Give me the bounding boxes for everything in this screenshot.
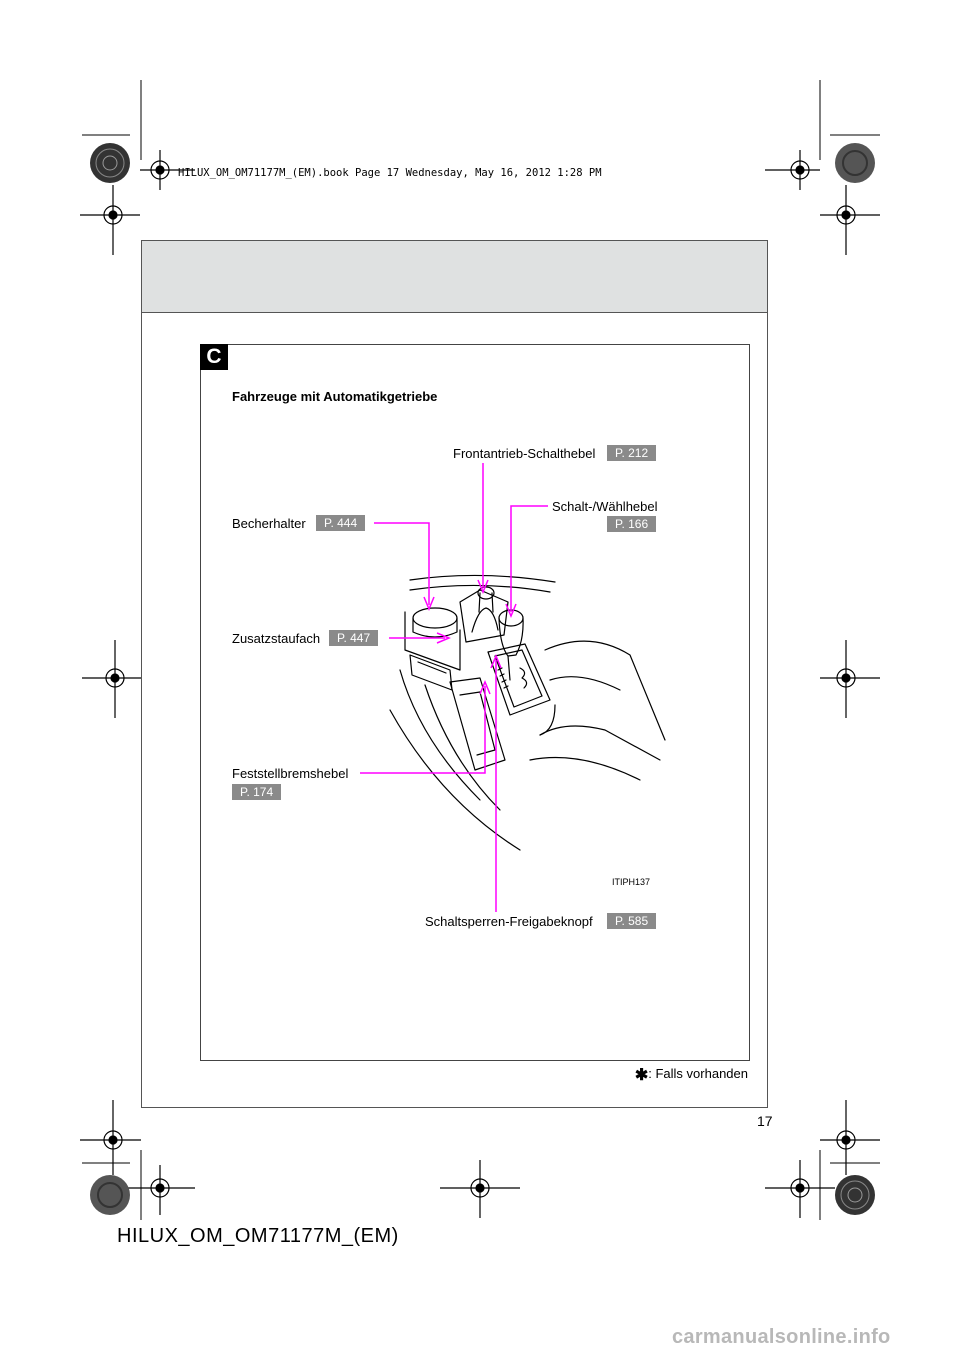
- page-ref-badge: P. 166: [607, 516, 657, 532]
- footnote-text: : Falls vorhanden: [648, 1066, 748, 1081]
- page-ref-badge: P. 585: [607, 913, 657, 929]
- registration-mark-7: [80, 1100, 141, 1175]
- registration-mark-5: [82, 640, 141, 718]
- callout-label-shift-lock-release: Schaltsperren-Freigabeknopf: [425, 914, 593, 929]
- registration-mark-8: [820, 1100, 880, 1175]
- color-target-bottom-left: [90, 1175, 130, 1215]
- callout-label-front-drive-lever: Frontantrieb-Schalthebel: [453, 446, 596, 461]
- footnote: ✱: Falls vorhanden: [635, 1065, 748, 1085]
- callout-label-parking-brake: Feststellbremshebel: [232, 766, 349, 781]
- callout-label-storage: Zusatzstaufach: [232, 631, 321, 646]
- registration-mark-6: [820, 640, 880, 718]
- book-info-line: HILUX_OM_OM71177M_(EM).book Page 17 Wedn…: [178, 167, 602, 179]
- registration-mark-9: [125, 1165, 195, 1215]
- page-number: 17: [757, 1113, 773, 1129]
- page-ref-badge: P. 444: [316, 515, 366, 531]
- registration-mark-4: [820, 185, 880, 255]
- header-band: [141, 240, 768, 313]
- page-ref-badge: P. 447: [329, 630, 379, 646]
- section-box: [200, 344, 750, 1061]
- registration-mark-11: [765, 1160, 835, 1218]
- color-target-top-right: [835, 143, 875, 183]
- asterisk-icon: ✱: [634, 1067, 649, 1084]
- registration-mark-2: [765, 150, 820, 190]
- registration-mark-10: [440, 1160, 520, 1218]
- figure-code: ITIPH137: [612, 877, 651, 887]
- color-target-top-left: [90, 143, 130, 183]
- page-ref-badge: P. 212: [607, 445, 657, 461]
- callout-label-shift-lever: Schalt-/Wählhebel: [552, 499, 658, 514]
- page-ref-badge: P. 174: [232, 784, 282, 800]
- color-target-bottom-right: [835, 1175, 875, 1215]
- registration-mark-3: [80, 185, 140, 255]
- document-id: HILUX_OM_OM71177M_(EM): [117, 1225, 399, 1247]
- section-subtitle: Fahrzeuge mit Automatikgetriebe: [232, 389, 438, 404]
- watermark: carmanualsonline.info: [672, 1326, 891, 1348]
- registration-mark-1: [140, 150, 195, 190]
- section-tab: C: [200, 344, 228, 370]
- page-frame: [141, 240, 768, 1108]
- center-console-illustration: [389, 574, 666, 851]
- callout-label-cup-holder: Becherhalter: [232, 516, 306, 531]
